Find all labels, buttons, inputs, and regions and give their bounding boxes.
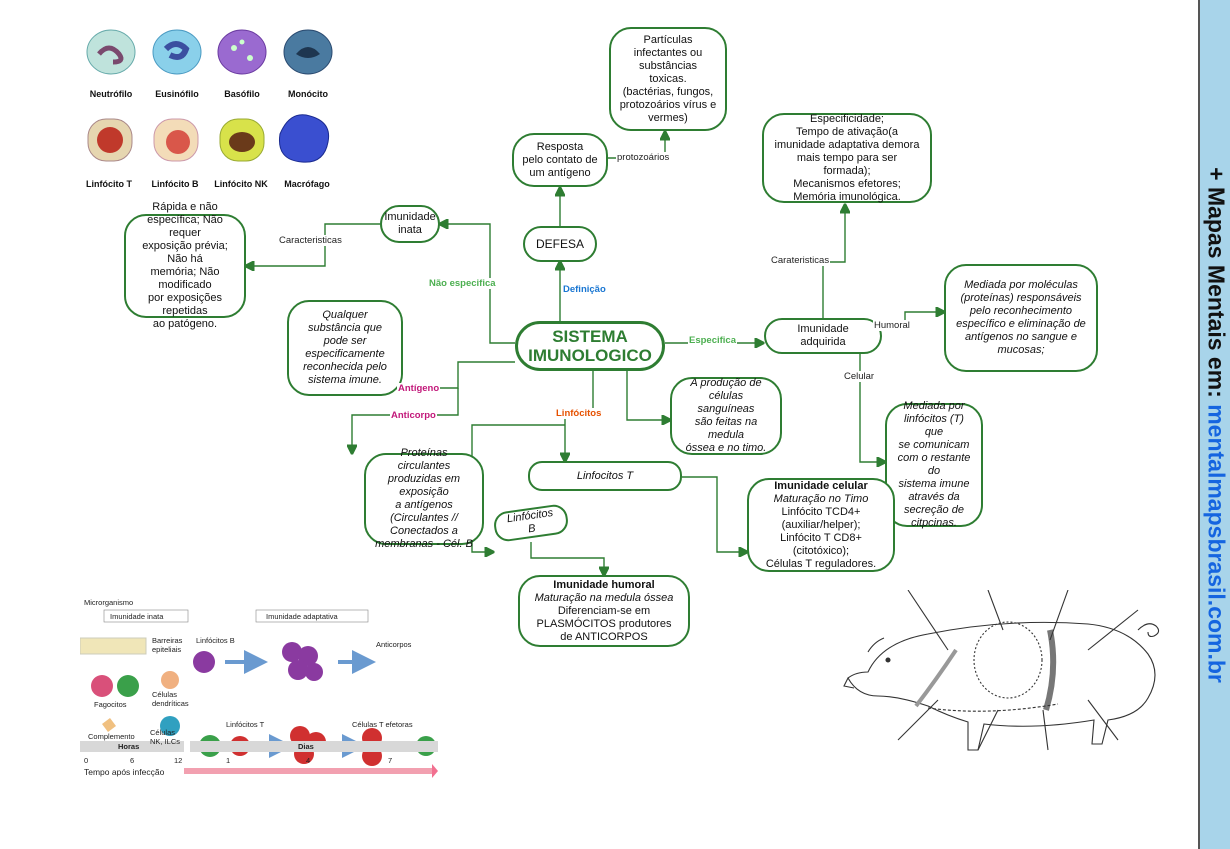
label-protozoarios: protozoários [616,152,671,163]
fig-tick-12: 12 [174,756,183,765]
sidebar-url-link[interactable]: mentalmapsbrasil.com.br [1203,404,1230,683]
fig-t-cells: Linfócitos T [226,720,265,729]
label-nao-especifica: Não especifica [428,278,497,289]
node-anticorpo-descricao[interactable]: Proteínas circulantes produzidas em expo… [364,447,484,550]
immunity-figure-graphics [79,596,438,780]
sidebar-text: + Mapas Mentais em: mentalmapsbrasil.com… [1203,167,1230,683]
label-antigeno: Antígeno [397,383,441,394]
node-inata-descricao[interactable]: Rápida e não específica; Não requer expo… [124,201,246,330]
humoral-rest: Diferenciam-se em PLASMÓCITOS produtores… [536,604,672,643]
dendritic-icon [161,671,179,689]
fig-tick-1: 1 [226,756,231,765]
caption-eusinofilo: Eusinófilo [155,89,199,99]
eosinophil-icon [152,29,202,75]
node-linfocitos-t[interactable]: Linfocitos T [528,461,682,491]
basophil-icon [217,29,267,75]
macrophage-icon [278,114,330,163]
node-imunidade-adquirida[interactable]: Imunidade adquirida [764,318,882,354]
fig-time-label: Tempo após infecção [84,767,165,777]
immunity-timeline-figure: Microrganismo Imunidade inata Imunidade … [79,596,438,780]
fig-days: Dias [298,742,314,751]
neutrophil-icon [86,29,136,75]
fig-tick-4: 4 [306,756,311,765]
sidebar-banner: + Mapas Mentais em: mentalmapsbrasil.com… [1198,0,1230,849]
fig-b-cells: Linfócitos B [196,636,235,645]
celular-title: Imunidade celular [774,479,868,492]
fig-innate-title: Imunidade inata [110,612,164,621]
phagocyte-icon [91,675,139,697]
caption-linfocito-t: Linfócito T [86,179,132,189]
fig-microorganism: Microrganismo [84,598,134,607]
caption-basofilo: Basófilo [224,89,260,99]
node-resposta[interactable]: Resposta pelo contato de um antígeno [512,133,608,187]
celular-rest: Linfócito TCD4+ (auxiliar/helper); Linfó… [765,505,877,570]
fig-tick-0: 0 [84,756,89,765]
label-linfocitos: Linfócitos [555,408,603,419]
celular-italic: Maturação no Timo [773,492,869,505]
node-producao-descricao[interactable]: A produção de células sanguíneas são fei… [670,377,782,455]
node-antigeno-descricao[interactable]: Qualquer substância que pode ser especif… [287,300,403,396]
humoral-italic: Maturação na medula óssea [534,591,674,604]
fig-antibodies: Anticorpos [376,640,412,649]
fig-hours: Horas [118,742,140,751]
fig-phagocytes: Fagocitos [94,700,127,709]
caption-neutrofilo: Neutrófilo [89,89,133,99]
center-line1: SISTEMA [552,327,628,346]
node-defesa[interactable]: DEFESA [523,226,597,262]
caption-linfocito-nk: Linfócito NK [214,179,268,189]
fig-nk: Células NK, ILCs [150,728,181,746]
label-carateristicas: Carateristicas [770,255,831,266]
cell-illustrations [86,29,333,163]
node-humoral-descricao[interactable]: Mediada por moléculas (proteínas) respon… [944,264,1098,372]
caption-monocito: Monócito [288,89,328,99]
label-caracteristicas: Caracteristicas [278,235,343,246]
label-anticorpo: Anticorpo [390,410,437,421]
caption-macrofago: Macrófago [284,179,330,189]
pig-anatomy-sketch [843,590,1160,751]
fig-barriers: Barreiras epiteliais [152,636,183,654]
b-lymphocyte-icon [153,118,199,162]
b-cell-icon [193,651,215,673]
node-particulas[interactable]: Partículas infectantes ou substâncias to… [609,27,727,131]
fig-tick-7: 7 [388,756,393,765]
sidebar-prefix: + Mapas Mentais em: [1203,167,1230,405]
complement-icon [102,718,116,732]
b-cell-cluster-icon [282,642,323,681]
nk-lymphocyte-icon [219,118,265,162]
humoral-title: Imunidade humoral [553,578,655,591]
fig-complement: Complemento [88,732,135,741]
cell-types-grid: Neutrófilo Eusinófilo Basófilo Monócito … [74,24,354,194]
nk-cell-icon [160,716,180,736]
label-humoral: Humoral [873,320,911,331]
label-especifica: Especifica [688,335,737,346]
t-lymphocyte-icon [87,118,133,162]
fig-adaptive-title: Imunidade adaptativa [266,612,338,621]
center-line2: IMUNOLOGICO [528,346,652,365]
node-adquirida-descricao[interactable]: Especificidade; Tempo de ativação(a imun… [762,113,932,203]
node-celular-descricao[interactable]: Mediada por linfócitos (T) que se comuni… [885,400,983,529]
label-definicao: Definição [562,284,607,295]
caption-linfocito-b: Linfócito B [151,179,199,189]
fig-tick-6: 6 [130,756,135,765]
label-celular: Celular [843,371,876,382]
fig-effector-t: Células T efetoras [352,720,413,729]
node-imunidade-inata[interactable]: Imunidade inata [380,205,440,243]
fig-dendritic: Células dendríticas [152,690,189,708]
monocyte-icon [283,29,333,75]
